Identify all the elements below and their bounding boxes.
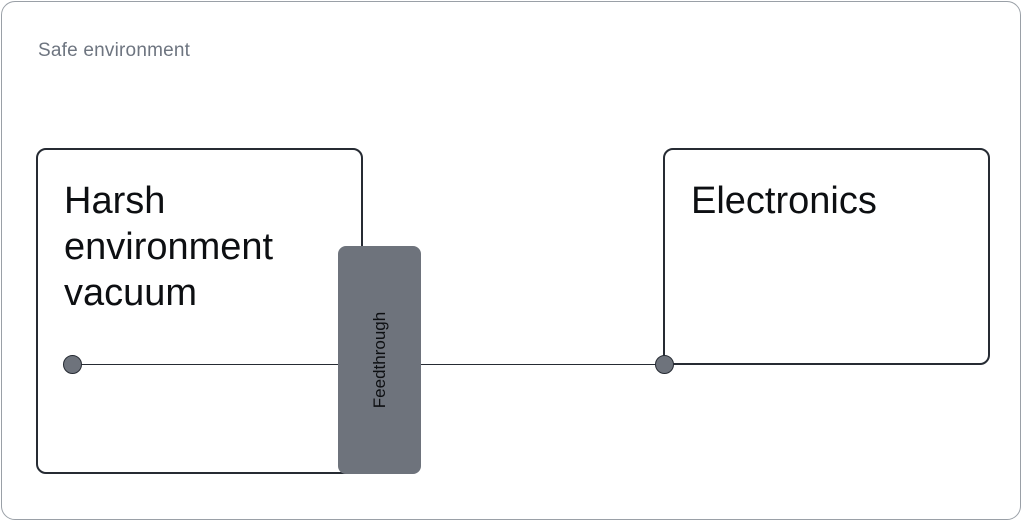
- safe-environment-label: Safe environment: [38, 40, 191, 61]
- electronics-connection-node: [655, 355, 674, 374]
- harsh-connection-node: [63, 355, 82, 374]
- electronics-title: Electronics: [691, 180, 877, 222]
- harsh-title-line-3: vacuum: [64, 272, 198, 314]
- feedthrough-label: Feedthrough: [369, 311, 389, 409]
- harsh-environment-title: Harsh environment vacuum: [64, 178, 273, 316]
- harsh-title-line-2: environment: [64, 226, 274, 268]
- feedthrough-block: Feedthrough: [338, 246, 421, 474]
- harsh-environment-box: Harsh environment vacuum: [36, 148, 363, 474]
- electronics-box: Electronics: [663, 148, 990, 365]
- harsh-title-line-1: Harsh: [64, 180, 166, 222]
